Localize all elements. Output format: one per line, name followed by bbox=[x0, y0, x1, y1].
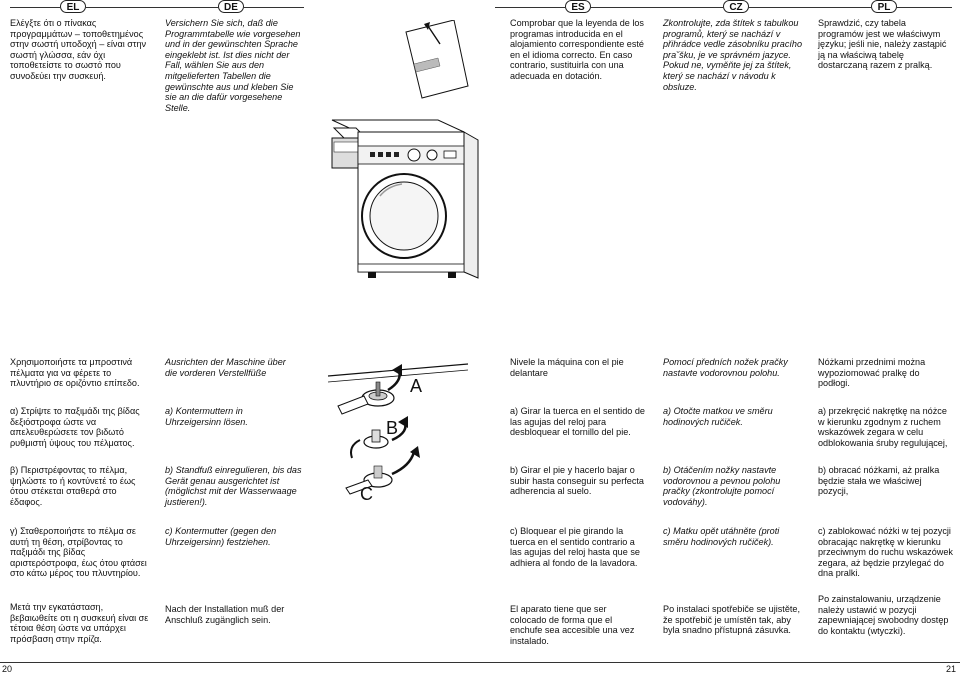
step-a-text-de: a) Kontermuttern in Uhrzeigersinn lösen. bbox=[165, 406, 248, 427]
header-rule-left bbox=[10, 7, 60, 8]
language-badge-de: DE bbox=[218, 0, 244, 13]
page-number-right: 21 bbox=[945, 664, 956, 674]
final-text-pl: Po zainstalowaniu, urządzenie należy ust… bbox=[818, 594, 949, 636]
porthole-door bbox=[361, 173, 447, 259]
step-a-text-cz: a) Otočte matkou ve směru hodinových ruč… bbox=[663, 406, 773, 427]
intro-text-es: Nivele la máquina con el pie delantare bbox=[510, 357, 624, 378]
language-badge-es: ES bbox=[565, 0, 591, 13]
intro-text-cz: Pomocí předních nožek pračky nastavte vo… bbox=[663, 357, 788, 378]
step-c-text-el: γ) Σταθεροποιήστε το πέλμα σε αυτή τη θέ… bbox=[10, 526, 147, 579]
foot-levelling-illustration: A B C bbox=[327, 363, 469, 504]
washing-machine-illustration bbox=[331, 20, 479, 279]
step-a-text-pl: a) przekręcić nakrętkę na nóżce w kierun… bbox=[818, 406, 948, 448]
language-badge-cz: CZ bbox=[723, 0, 749, 13]
top-text-el: Ελέγξτε ότι ο πίνακας προγραμμάτων – τοπ… bbox=[10, 18, 147, 81]
intro-text-el: Χρησιμοποιήστε τα μπροστινά πέλματα για … bbox=[10, 357, 140, 389]
figure-label-a: A bbox=[410, 376, 422, 396]
final-text-de: Nach der Installation muß der Anschluß z… bbox=[165, 604, 285, 625]
step-b-text-de: b) Standfuß einregulieren, bis das Gerät… bbox=[165, 465, 302, 507]
top-text-cz: Zkontrolujte, zda štítek s tabulkou prog… bbox=[663, 18, 803, 92]
step-a-text-el: α) Στρίψτε το παξιμάδι της βίδας δεξιόστ… bbox=[10, 406, 140, 448]
step-b-text-el: β) Περιστρέφοντας το πέλμα, ψηλώστε το ή… bbox=[10, 465, 136, 507]
step-a-text-es: a) Girar la tuerca en el sentido de las … bbox=[510, 406, 645, 438]
header-rule-es-cz bbox=[591, 7, 723, 8]
final-text-el: Μετά την εγκατάσταση, βεβαιωθείτε οτι η … bbox=[10, 602, 149, 644]
step-c-text-de: c) Kontermutter (gegen den Uhrzeigersinn… bbox=[165, 526, 277, 547]
step-c-text-pl: c) zablokować nóżki w tej pozycji obraca… bbox=[818, 526, 953, 579]
figure-label-c: C bbox=[360, 484, 373, 504]
final-text-cz: Po instalaci spotřebiče se ujistěte, že … bbox=[663, 604, 800, 636]
header-rule-pl bbox=[897, 7, 952, 8]
footer-rule bbox=[0, 662, 960, 663]
step-b-text-cz: b) Otáčením nožky nastavte vodorovnou a … bbox=[663, 465, 781, 507]
wrench-step-c bbox=[345, 446, 420, 495]
figure-label-b: B bbox=[386, 418, 398, 438]
temperature-knob bbox=[426, 149, 438, 161]
step-c-text-es: c) Bloquear el pie girando la tuerca en … bbox=[510, 526, 640, 568]
language-badge-pl: PL bbox=[871, 0, 897, 13]
step-b-text-pl: b) obracać nóżkami, aż pralka będzie sta… bbox=[818, 465, 940, 497]
intro-text-pl: Nóżkami przednimi można wypoziomować pra… bbox=[818, 357, 926, 389]
header-rule-es-left bbox=[495, 7, 565, 8]
foot-step-b bbox=[350, 416, 408, 459]
program-label-card bbox=[405, 20, 469, 99]
top-text-pl: Sprawdzić, czy tabela programów jest we … bbox=[818, 18, 947, 71]
wrench-step-a bbox=[337, 364, 402, 415]
page-number-left: 20 bbox=[2, 664, 13, 674]
top-text-es: Comprobar que la leyenda de los programa… bbox=[510, 18, 644, 81]
header-rule-cz-pl bbox=[749, 7, 871, 8]
header-rule-de bbox=[244, 7, 304, 8]
step-c-text-cz: c) Matku opět utáhněte (proti směru hodi… bbox=[663, 526, 780, 547]
program-knob bbox=[407, 148, 421, 162]
header-rule-el-de bbox=[86, 7, 218, 8]
final-text-es: El aparato tiene que ser colocado de for… bbox=[510, 604, 635, 646]
control-buttons bbox=[370, 152, 399, 157]
language-badge-el: EL bbox=[60, 0, 86, 13]
step-b-text-es: b) Girar el pie y hacerlo bajar o subir … bbox=[510, 465, 644, 497]
intro-text-de: Ausrichten der Maschine über die vordere… bbox=[165, 357, 286, 378]
top-text-de: Versichern Sie sich, daß die Programmtab… bbox=[165, 18, 301, 113]
